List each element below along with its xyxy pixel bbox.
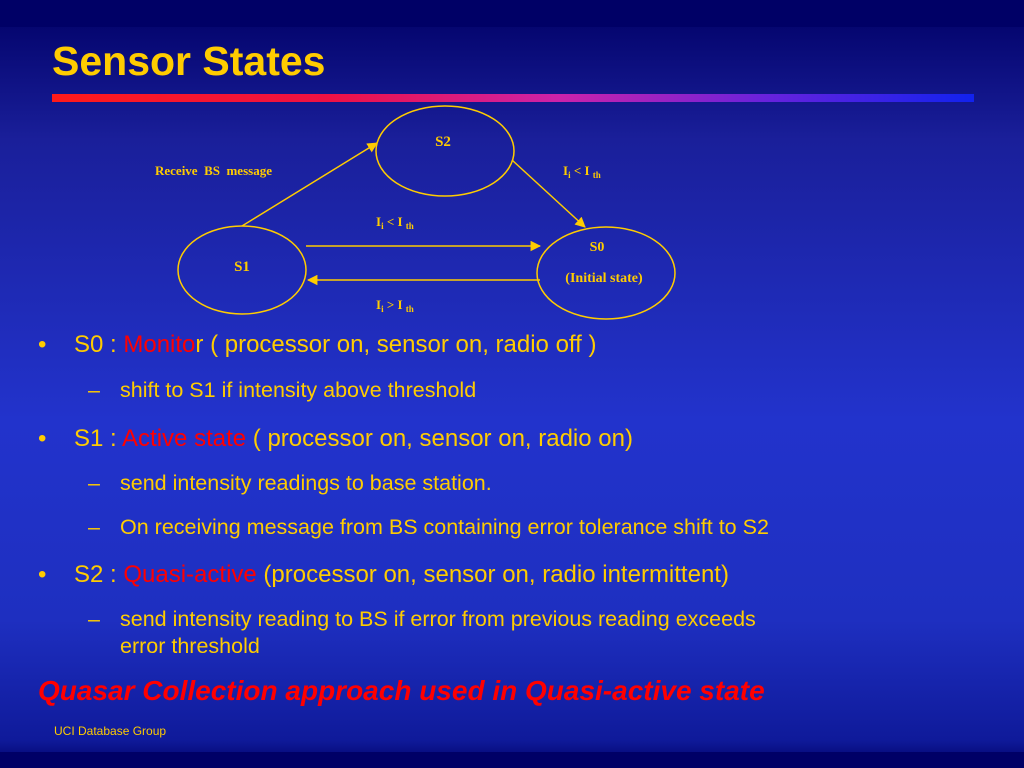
bullet-prefix: S0 : [74,331,124,358]
sub-dash: – [88,515,100,539]
bullet-dot: • [38,425,47,452]
state-diagram: S2 S1 S0 (Initial state) Receive BS mess… [155,105,676,320]
state-s0-note: (Initial state) [565,271,643,286]
bullet-rest: ( processor on, sensor on, radio on) [246,425,633,452]
sub-text: send intensity readings to base station. [120,471,492,495]
bullet-prefix: S2 : [74,561,124,588]
sub-text: shift to S1 if intensity above threshold [120,378,477,402]
bullet-rest: r ( processor on, sensor on, radio off ) [195,331,597,358]
sub-text: send intensity reading to BS if error fr… [120,607,756,631]
state-s2-label: S2 [435,134,451,150]
bullet-highlight: Active state [122,425,247,452]
transition-s1-s2-label: Receive BS message [155,163,272,178]
bullet-dot: • [38,331,47,358]
arrow-s1-to-s2 [241,142,378,227]
slide-title: Sensor States [52,38,326,84]
bullet-dot: • [38,561,47,588]
sub-dash: – [88,378,100,402]
bullet-highlight: Monito [123,331,196,358]
bottom-band [0,752,1024,768]
top-band [0,0,1024,27]
sub-dash: – [88,471,100,495]
bullet-rest: (processor on, sensor on, radio intermit… [256,561,729,588]
footer-text: UCI Database Group [54,724,167,738]
transition-s2-s0-label: Ii < I th [563,163,601,180]
state-s1-label: S1 [234,259,250,275]
title-underline [52,94,974,102]
transition-s1-s0-label: Ii < I th [376,214,414,231]
sub-text: On receiving message from BS containing … [120,515,769,539]
sub-text: error threshold [120,634,260,658]
sub-dash: – [88,607,100,631]
bullet-highlight: Quasi-active [123,561,257,588]
transition-s0-s1-label: Ii > I th [376,297,414,314]
state-s0-label: S0 [590,240,605,255]
conclusion-text: Quasar Collection approach used in Quasi… [38,675,765,706]
arrow-s2-to-s0 [511,159,586,228]
state-s0-node [536,226,676,320]
bullet-prefix: S1 : [74,425,123,452]
